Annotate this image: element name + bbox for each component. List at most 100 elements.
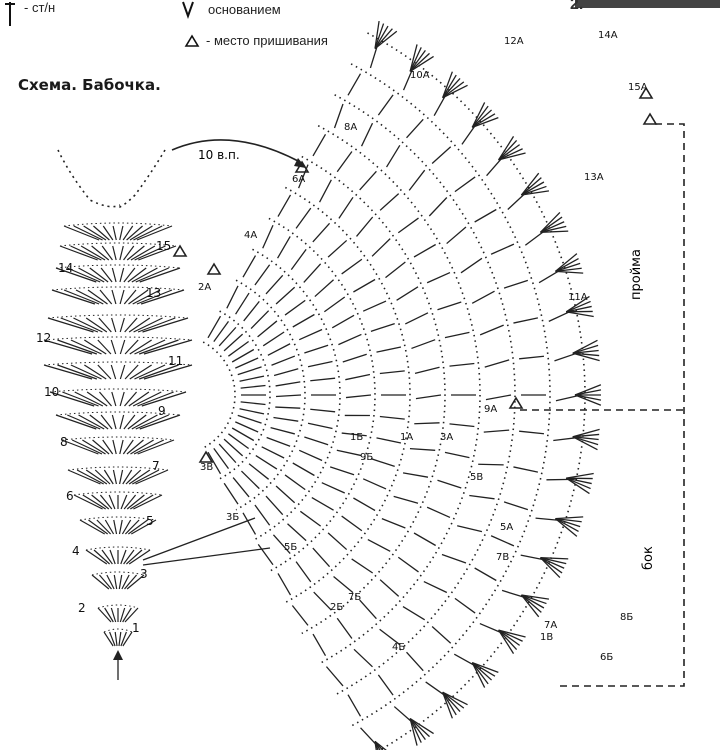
wing-fan-stitch (374, 20, 380, 49)
body-stitch (130, 494, 154, 510)
wing-fan-stitch (498, 629, 518, 650)
wing-stitch (336, 449, 362, 457)
wing-label: 6А (292, 174, 305, 185)
wing-stitch (226, 285, 239, 309)
wing-label: 1А (400, 432, 413, 443)
wing-stitch (307, 360, 333, 368)
wing-stitch (223, 438, 244, 457)
wing-stitch (242, 255, 257, 278)
wing-fan-stitch (521, 594, 547, 605)
body-stitch (67, 414, 101, 430)
body-stitch (55, 267, 97, 283)
wing-label: 3В (200, 462, 213, 473)
body-stitch (134, 339, 166, 355)
wing-fan-stitch (498, 629, 521, 646)
wing-stitch (362, 478, 387, 490)
wing-fan-stitch (409, 47, 422, 72)
body-stitch (73, 225, 103, 241)
wing-stitch (261, 446, 285, 459)
wing-stitch (345, 373, 371, 381)
outline-frame (520, 123, 685, 687)
wing-fan-stitch (572, 436, 599, 446)
body-stitch (138, 364, 179, 380)
diagram-title: Схема. Бабочка. (18, 76, 161, 94)
wing-fan-stitch (374, 741, 381, 750)
wing-fan-stitch (540, 557, 567, 565)
wing-stitch (413, 532, 436, 547)
legend-symbols (5, 0, 720, 47)
wing-fan-stitch (471, 102, 486, 128)
body-stitch (124, 364, 139, 380)
wing-fan-stitch (442, 81, 465, 99)
body-stitch (67, 469, 101, 485)
body-stitch (104, 607, 114, 623)
wing-stitch (284, 474, 306, 491)
wing-label: 14А (598, 30, 618, 41)
body-stitch (129, 364, 152, 380)
body-stitch (96, 519, 112, 535)
wing-fan-stitch (572, 436, 598, 451)
wing-stitch (397, 217, 419, 234)
body-stitch (126, 439, 144, 455)
wing-stitch (379, 193, 400, 211)
wing-stitch (370, 322, 395, 332)
body-row-arc (103, 628, 133, 633)
body-stitch (134, 364, 166, 380)
wing-label: 8Б (620, 612, 633, 623)
wing-stitch (257, 320, 278, 338)
body-row-arc (51, 286, 185, 291)
body-stitch (100, 267, 113, 283)
body-stitch (92, 439, 110, 455)
wing-fan-stitch (520, 172, 540, 196)
legend-stitch-label: - ст/н (24, 0, 56, 15)
body-stitch (141, 391, 187, 407)
wing-stitch (228, 433, 250, 450)
wing-stitch (235, 421, 259, 433)
body-stitch (133, 317, 163, 333)
wing-fan-stitch (555, 257, 579, 272)
wing-stitch (250, 310, 270, 330)
wing-stitch (428, 197, 448, 217)
wing-fan-stitch (555, 262, 581, 273)
wing-fan-stitch (409, 718, 426, 741)
wing-fan-stitch (409, 49, 426, 72)
wing-stitch (232, 477, 250, 498)
body-stitch (138, 245, 177, 261)
body-row-arc (43, 336, 193, 341)
body-stitch (99, 289, 113, 305)
legend-sewing-label: - место пришивания (206, 33, 328, 48)
wing-stitch (381, 518, 406, 529)
wing-fan-stitch (374, 28, 393, 50)
body-stitch (136, 225, 173, 241)
wing-stitch (275, 286, 296, 305)
wing-fan-stitch (572, 428, 600, 438)
body-stitch (47, 317, 94, 333)
body-stitch (63, 225, 100, 241)
triangle-icon (184, 34, 200, 47)
wing-fan-stitch (574, 384, 602, 396)
body-stitch (112, 245, 117, 261)
wing-label: 13А (584, 172, 604, 183)
wing-stitch (474, 567, 497, 582)
body-stitch (119, 317, 125, 333)
body-stitch (120, 631, 127, 647)
body-stitch (133, 439, 165, 455)
wing-stitch (271, 355, 296, 366)
wing-stitch (441, 553, 467, 564)
body-stitch (123, 549, 135, 565)
body-stitch (140, 289, 185, 305)
wing-fan-stitch (572, 433, 600, 438)
body-stitch (118, 574, 123, 590)
wing-stitch (329, 466, 355, 476)
body-stitch (59, 245, 98, 261)
wing-stitch (415, 394, 442, 400)
wing-fan-stitch (566, 305, 592, 313)
wing-stitch (371, 238, 391, 257)
wing-stitch (402, 605, 426, 621)
body-stitch (137, 317, 176, 333)
wing-stitch (312, 134, 327, 157)
wing-fan-stitch (498, 144, 521, 161)
wing-fan-stitch (540, 230, 569, 233)
